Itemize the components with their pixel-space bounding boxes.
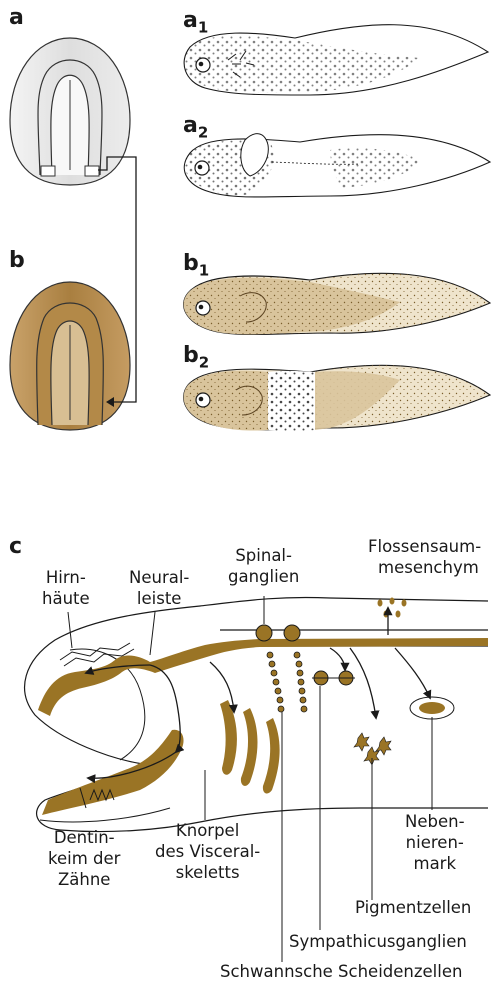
label-hirnhaeute: Hirn-häute [42, 567, 90, 609]
label-flossensaum: Flossensaum-mesenchym [368, 536, 481, 578]
label-neuralleiste: Neural-leiste [129, 567, 189, 609]
label-nebennierenmark: Neben-nieren-mark [405, 811, 465, 874]
label-pigmentzellen: Pigmentzellen [355, 897, 471, 918]
label-schwannsche: Schwannsche Scheidenzellen [220, 961, 462, 982]
label-spinalganglien: Spinal-ganglien [228, 545, 299, 587]
label-sympathicusganglien: Sympathicusganglien [289, 931, 467, 952]
